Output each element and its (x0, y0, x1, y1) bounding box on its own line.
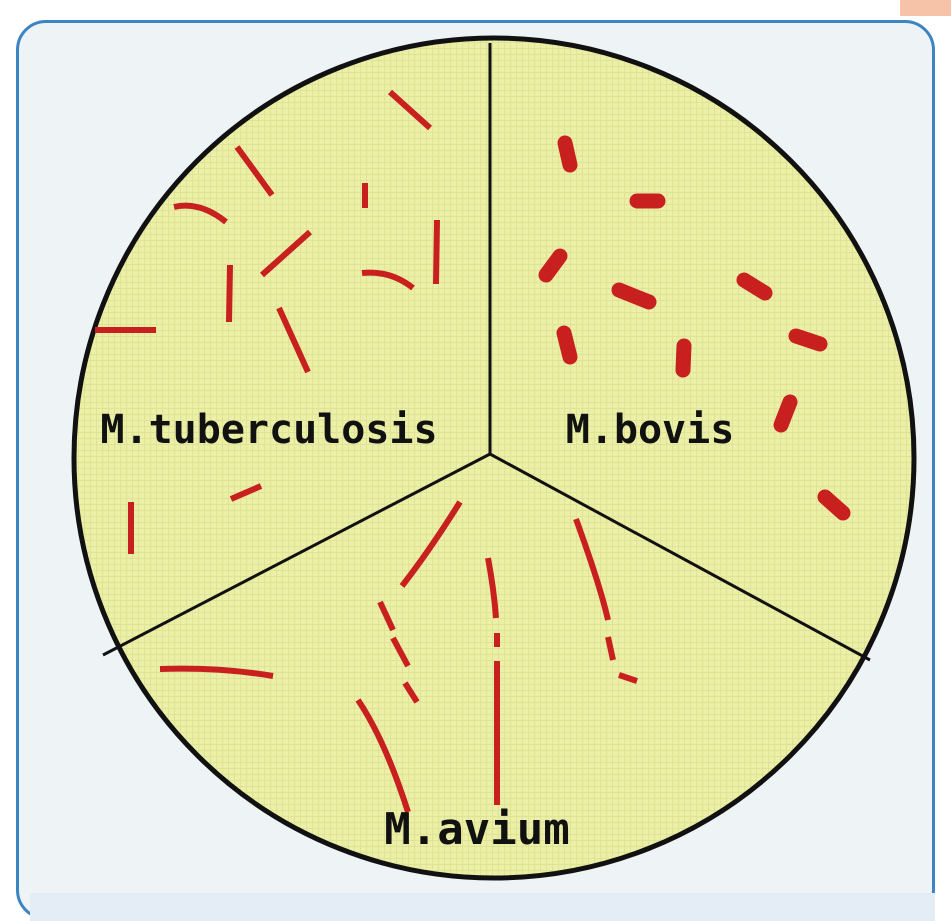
bacillus (229, 265, 230, 322)
bacillus (796, 336, 820, 344)
bacillus (436, 220, 437, 284)
label-m-tuberculosis: M.tuberculosis (100, 407, 437, 453)
bacillus (683, 346, 684, 370)
bacillus (564, 333, 570, 357)
bacillus (565, 143, 570, 165)
label-m-avium: M.avium (384, 804, 569, 855)
label-m-bovis: M.bovis (566, 407, 735, 453)
bacillus (781, 402, 790, 425)
